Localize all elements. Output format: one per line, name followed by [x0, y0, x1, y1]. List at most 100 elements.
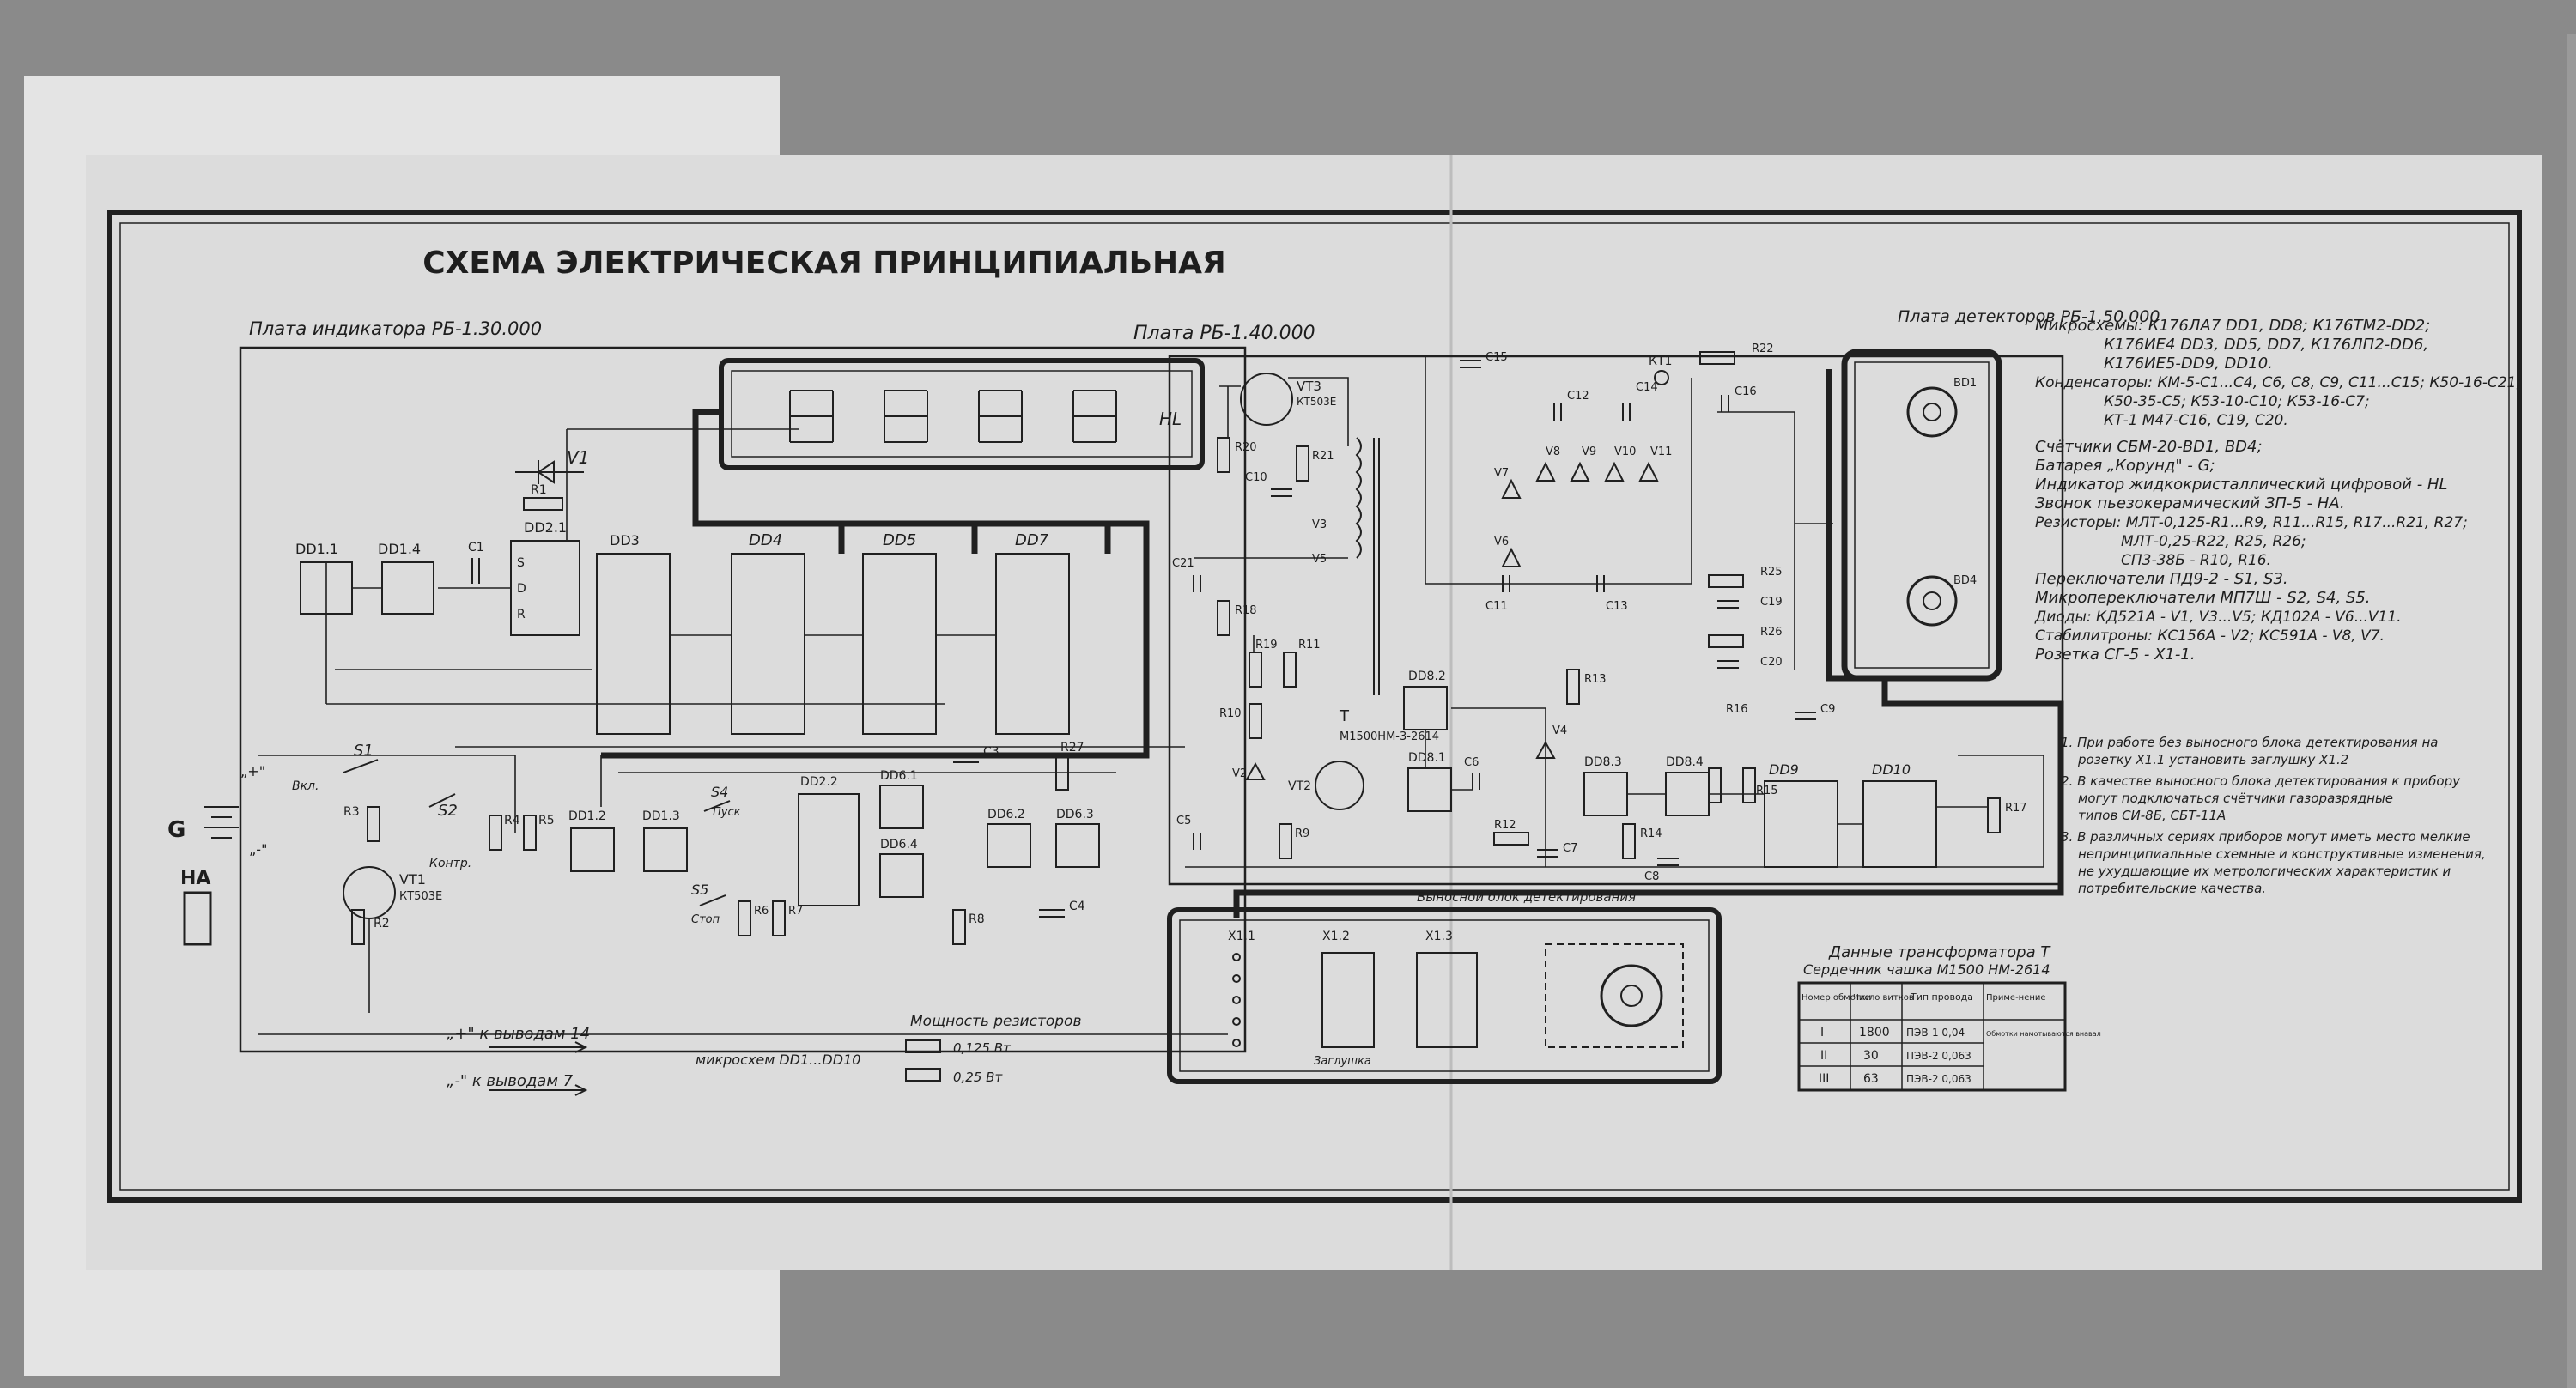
svg-text:„+": „+" — [240, 763, 265, 779]
capacitor-c21: C21 — [1172, 557, 1201, 592]
svg-text:C21: C21 — [1172, 557, 1194, 570]
svg-text:R16: R16 — [1726, 703, 1748, 716]
dd6-3-gate: DD6.3 — [1055, 808, 1100, 868]
svg-text:могут подключаться счётчики га: могут подключаться счётчики газоразрядны… — [2078, 791, 2393, 806]
r1-resistor: R1 — [523, 483, 563, 511]
svg-text:1. При работе без выносного бл: 1. При работе без выносного блока детект… — [2061, 735, 2438, 750]
svg-text:R7: R7 — [788, 905, 803, 918]
svg-text:DD6.1: DD6.1 — [880, 769, 918, 783]
svg-text:V9: V9 — [1582, 445, 1596, 458]
svg-text:DD8.1: DD8.1 — [1408, 751, 1446, 765]
svg-text:II: II — [1820, 1049, 1827, 1063]
svg-text:К176ИЕ5-DD9, DD10.: К176ИЕ5-DD9, DD10. — [2104, 355, 2273, 373]
svg-text:потребительские качества.: потребительские качества. — [2078, 881, 2266, 896]
svg-text:C20: C20 — [1760, 656, 1783, 669]
zener-v2: V2 — [1232, 761, 1266, 780]
svg-text:Приме-нение: Приме-нение — [1986, 993, 2046, 1003]
svg-text:R17: R17 — [2005, 802, 2027, 815]
capacitor-c7: C7 — [1537, 842, 1577, 858]
svg-text:R6: R6 — [754, 905, 769, 918]
resistor-r10: R10 — [1219, 703, 1262, 739]
svg-text:R2: R2 — [374, 917, 390, 930]
svg-text:„+" к выводам 14: „+" к выводам 14 — [447, 1025, 590, 1043]
svg-text:Резисторы: МЛТ-0,125-R1...R9,: Резисторы: МЛТ-0,125-R1...R9, R11...R15,… — [2035, 514, 2468, 531]
svg-text:0,125 Вт.: 0,125 Вт. — [953, 1040, 1015, 1056]
right-edge-strip — [2567, 34, 2576, 1388]
svg-text:C6: C6 — [1464, 756, 1479, 769]
svg-text:Заглушка: Заглушка — [1314, 1055, 1371, 1068]
svg-text:R26: R26 — [1760, 626, 1783, 639]
svg-text:„-": „-" — [249, 841, 267, 858]
capacitor-c4: C4 — [1039, 900, 1085, 918]
svg-text:VT3: VT3 — [1297, 379, 1321, 394]
dd4-counter: DD4 — [731, 531, 805, 735]
svg-text:C8: C8 — [1644, 870, 1659, 883]
geiger-counter-bd4: BD4 — [1906, 574, 1977, 627]
schematic-sheet: СХЕМА ЭЛЕКТРИЧЕСКАЯ ПРИНЦИПИАЛЬНАЯ Плата… — [86, 155, 2542, 1270]
svg-text:КТ1: КТ1 — [1649, 355, 1672, 368]
legend-resistor-power: Мощность резисторов 0,125 Вт. 0,25 Вт — [905, 1013, 1081, 1085]
transistor-vt2: VT2 — [1288, 761, 1364, 810]
svg-text:V5: V5 — [1312, 553, 1327, 566]
resistor-r13: R13 — [1566, 669, 1607, 705]
svg-text:Звонок пьезокерамический ЗП-5: Звонок пьезокерамический ЗП-5 - HA. — [2035, 494, 2345, 512]
connector-block-inner — [1179, 919, 1710, 1072]
outer-frame — [107, 210, 2522, 1203]
svg-text:R10: R10 — [1219, 707, 1242, 720]
bus-indicator — [601, 409, 1150, 759]
svg-text:Розетка СГ-5 - Х1-1.: Розетка СГ-5 - Х1-1. — [2035, 646, 2196, 664]
buzzer-ha: HA — [180, 868, 212, 946]
svg-text:Батарея „Корунд" - G;: Батарея „Корунд" - G; — [2035, 457, 2215, 475]
svg-text:R13: R13 — [1584, 673, 1607, 686]
svg-text:DD8.4: DD8.4 — [1666, 755, 1704, 769]
svg-text:2. В качестве выносного блока: 2. В качестве выносного блока детектиров… — [2061, 773, 2461, 789]
svg-text:DD1.1: DD1.1 — [295, 541, 338, 557]
svg-text:DD1.2: DD1.2 — [568, 809, 606, 823]
svg-text:DD7: DD7 — [1015, 531, 1049, 549]
svg-text:X1.2: X1.2 — [1322, 930, 1350, 943]
svg-text:не ухудшающие их метрологическ: не ухудшающие их метрологических характе… — [2078, 864, 2451, 879]
board-detectors-frame — [1841, 349, 2002, 682]
svg-text:III: III — [1819, 1072, 1829, 1086]
svg-text:C1: C1 — [468, 541, 484, 555]
svg-text:Тип провода: Тип провода — [1910, 991, 1973, 1003]
svg-text:КТ503Е: КТ503Е — [399, 890, 442, 903]
svg-text:X1.3: X1.3 — [1425, 930, 1453, 943]
svg-text:ПЭВ-2 0,063: ПЭВ-2 0,063 — [1906, 1050, 1971, 1062]
svg-text:C16: C16 — [1735, 385, 1757, 398]
svg-text:Микросхемы: К176ЛА7 DD1, DD8;: Микросхемы: К176ЛА7 DD1, DD8; К176ТМ2-DD… — [2035, 317, 2430, 335]
svg-text:C15: C15 — [1485, 351, 1508, 364]
legend-power-pins: „+" к выводам 14 „-" к выводам 7 микросх… — [447, 1025, 860, 1096]
svg-text:DD1.3: DD1.3 — [642, 809, 680, 823]
svg-text:R14: R14 — [1640, 827, 1662, 840]
svg-text:BD4: BD4 — [1953, 574, 1977, 587]
resistor-r4: R4 — [489, 814, 520, 851]
switch-s5: S5 Стоп — [691, 882, 726, 926]
svg-text:К176ИЕ4 DD3, DD5, DD7, К176ЛП2: К176ИЕ4 DD3, DD5, DD7, К176ЛП2-DD6, — [2104, 336, 2428, 354]
svg-text:розетку Х1.1 установить заглуш: розетку Х1.1 установить заглушку Х1.2 — [2077, 752, 2348, 767]
svg-text:R19: R19 — [1255, 639, 1278, 652]
svg-text:C13: C13 — [1606, 600, 1628, 613]
svg-text:S1: S1 — [354, 742, 374, 760]
svg-text:DD8.2: DD8.2 — [1408, 670, 1446, 683]
resistor-r18: R18 — [1217, 600, 1257, 636]
resistor-r5: R5 — [523, 814, 555, 851]
svg-text:D: D — [517, 582, 526, 596]
resistor-r16: R16 — [1708, 703, 1748, 803]
svg-text:DD8.3: DD8.3 — [1584, 755, 1622, 769]
svg-text:микросхем DD1...DD10: микросхем DD1...DD10 — [696, 1052, 860, 1068]
svg-text:„-" к выводам 7: „-" к выводам 7 — [447, 1072, 574, 1090]
resistor-r14: R14 — [1622, 823, 1662, 859]
resistor-r17: R17 — [1987, 797, 2027, 833]
svg-text:V8: V8 — [1546, 445, 1560, 458]
svg-text:C3: C3 — [983, 745, 999, 759]
geiger-counter-bd1: BD1 — [1906, 377, 1977, 438]
capacitor-c9: C9 — [1795, 703, 1835, 720]
svg-text:Мощность резисторов: Мощность резисторов — [910, 1013, 1081, 1030]
svg-text:DD9: DD9 — [1769, 761, 1799, 778]
connector-x1-1: X1.1 — [1228, 930, 1255, 1047]
dd2-2-trigger: DD2.2 — [798, 775, 860, 906]
svg-text:R25: R25 — [1760, 566, 1783, 579]
svg-text:R4: R4 — [504, 814, 520, 827]
